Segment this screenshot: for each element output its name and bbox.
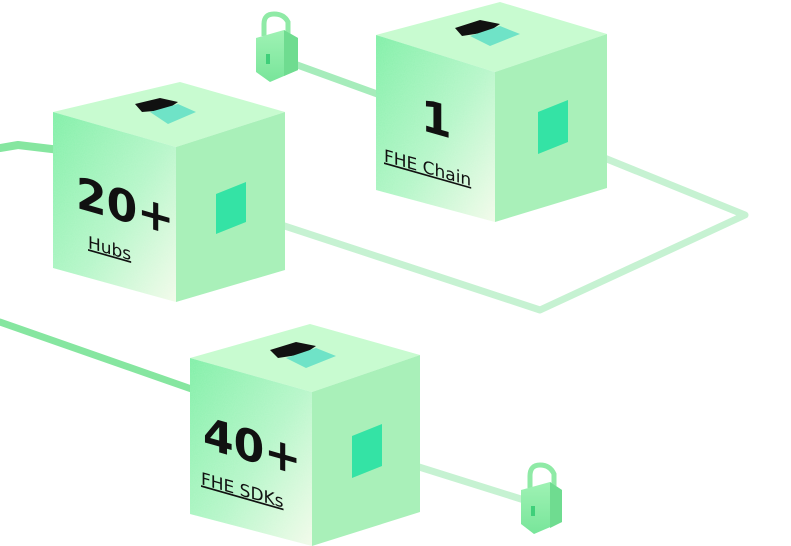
cube-hole (538, 100, 568, 154)
wire-left-to-hubs (0, 141, 64, 154)
cube-fhe-sdks (190, 324, 420, 546)
cube-slot-inner (150, 104, 196, 124)
lock-icon (521, 462, 562, 534)
cube-hole (352, 424, 382, 478)
wire-hubs-to-chain (226, 136, 749, 314)
cube-value: 1 (421, 89, 452, 150)
cube-slot (455, 20, 500, 36)
cube-slot-inner (470, 26, 520, 46)
cube-slot (270, 342, 316, 358)
cube-slot-inner (286, 348, 336, 368)
cube-fhe-chain (376, 2, 607, 222)
wire-left-to-sdks (0, 318, 204, 396)
lock-icon (256, 11, 298, 82)
cube-hubs (53, 82, 285, 302)
cube-hole (216, 182, 246, 234)
